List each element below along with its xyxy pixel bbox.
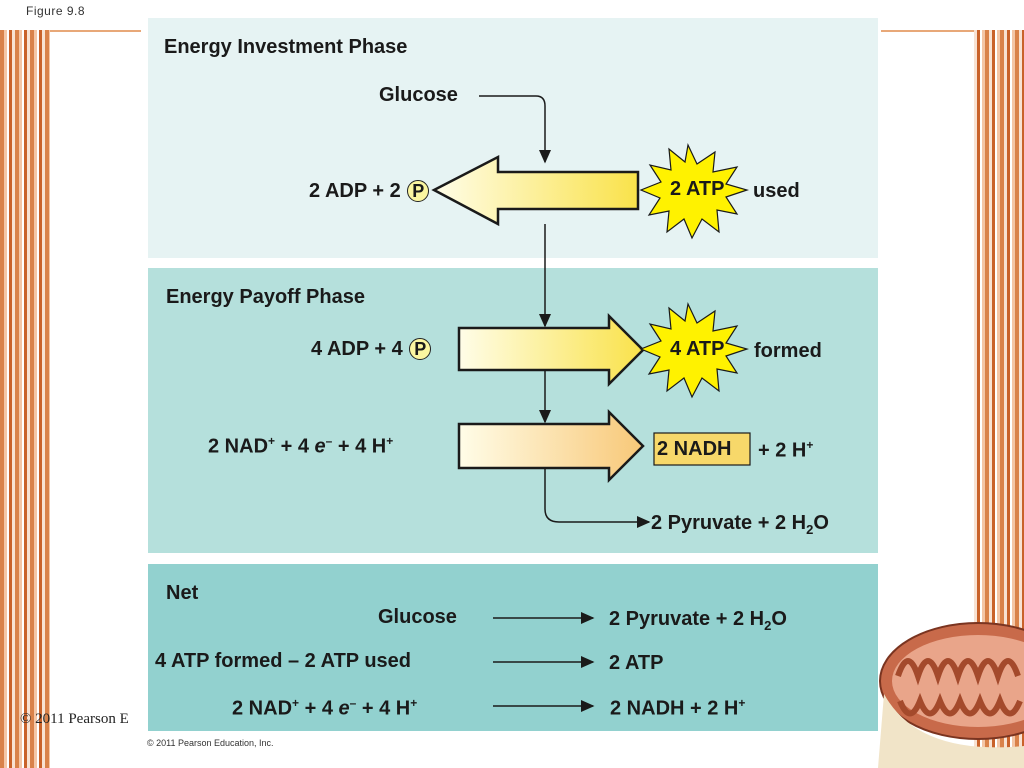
glucose-path (479, 95, 551, 164)
payoff-arrow-2 (457, 408, 645, 484)
h-right-text: + 2 H (758, 439, 807, 462)
phosphate-circle-2: P (409, 338, 432, 360)
nadh-label: 2 NADH (657, 438, 732, 460)
net-electron-charge: – (349, 696, 357, 710)
hydrogen-text: + 4 H (337, 435, 387, 458)
net-nad-charge: + (292, 696, 300, 710)
glucose-label: Glucose (379, 84, 458, 106)
adp-investment-text: 2 ADP + 2 (309, 180, 401, 202)
net-title: Net (166, 582, 199, 604)
net-pyruvate-text: 2 Pyruvate + 2 H (609, 608, 765, 630)
oxygen-text: O (813, 512, 829, 534)
nad-charge: + (268, 434, 276, 448)
h-right-charge: + (806, 438, 814, 452)
adp-investment-label: 2 ADP + 2 P (309, 180, 430, 203)
net-electron-symbol: e (338, 697, 350, 720)
figure-copyright: © 2011 Pearson Education, Inc. (147, 738, 274, 748)
energy-investment-panel (148, 18, 878, 258)
mitochondrion-image (878, 622, 1024, 768)
pyruvate-text: 2 Pyruvate + 2 H (651, 512, 807, 534)
net-panel (148, 564, 878, 731)
nad-text: 2 NAD (208, 435, 269, 458)
net-plus-four-text: + 4 (304, 697, 333, 720)
net-atp: 2 ATP (609, 652, 664, 674)
net-nad-equation: 2 NAD+ + 4 e– + 4 H+ (232, 696, 417, 721)
energy-payoff-panel (148, 268, 878, 553)
electron-charge: – (325, 434, 333, 448)
net-pyruvate: 2 Pyruvate + 2 H2O (609, 608, 787, 633)
nad-equation: 2 NAD+ + 4 e– + 4 H+ (208, 434, 393, 459)
figure-label: Figure 9.8 (26, 4, 86, 18)
net-nad-text: 2 NAD (232, 697, 293, 720)
atp-formed-starburst (639, 302, 750, 399)
used-label: used (753, 180, 800, 202)
water-subscript: 2 (806, 522, 814, 537)
adp-payoff-text: 4 ADP + 4 (311, 338, 403, 360)
net-hydrogen-text: + 4 H (361, 697, 411, 720)
net-hydrogen-charge: + (410, 696, 418, 710)
electron-symbol: e (314, 435, 326, 458)
investment-arrow (431, 154, 640, 227)
nadh-box (653, 432, 751, 466)
decorative-stripes-left (0, 30, 50, 768)
atp-formed-value: 4 ATP (670, 338, 725, 360)
net-water-subscript: 2 (764, 618, 772, 633)
net-atp-calc: 4 ATP formed – 2 ATP used (155, 650, 411, 672)
plus-four-text: + 4 (280, 435, 309, 458)
slide-copyright: © 2011 Pearson E (20, 711, 129, 727)
phosphate-circle: P (407, 180, 430, 202)
formed-label: formed (754, 340, 822, 362)
investment-title: Energy Investment Phase (164, 36, 408, 58)
pyruvate-label: 2 Pyruvate + 2 H2O (651, 512, 829, 537)
net-nadh: 2 NADH + 2 H+ (610, 696, 745, 721)
net-nadh-charge: + (738, 696, 746, 710)
glycolysis-figure: Energy Investment Phase Glucose 2 ADP + … (141, 14, 881, 754)
net-oxygen-text: O (771, 608, 787, 630)
atp-used-value: 2 ATP (670, 178, 725, 200)
payoff-arrow-1 (457, 312, 645, 388)
hydrogen-charge: + (386, 434, 394, 448)
pyruvate-path (544, 468, 651, 528)
payoff-title: Energy Payoff Phase (166, 286, 365, 308)
diagram-arrows (431, 95, 751, 712)
net-glucose: Glucose (378, 606, 457, 628)
atp-used-starburst (639, 143, 750, 240)
h-right-label: + 2 H+ (758, 438, 813, 463)
adp-payoff-label: 4 ADP + 4 P (311, 338, 432, 361)
net-nadh-text: 2 NADH + 2 H (610, 697, 739, 720)
